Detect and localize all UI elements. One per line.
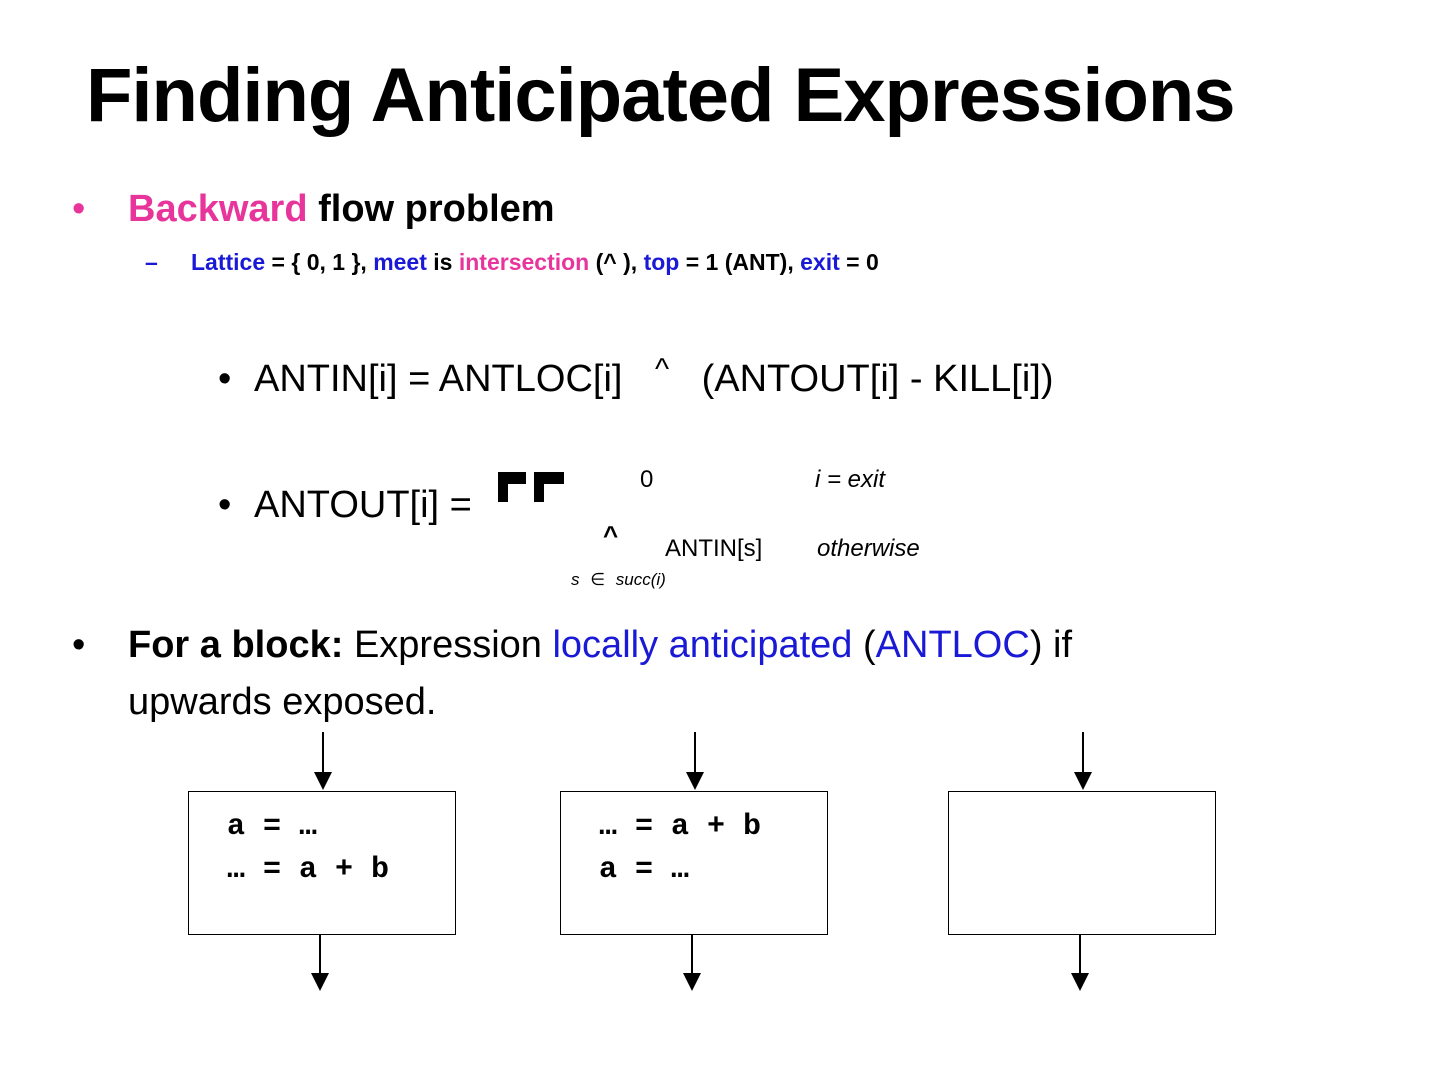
bullet-marker: • — [72, 188, 86, 230]
exit-value: = 0 — [846, 249, 879, 275]
lattice-set: = { 0, 1 }, — [271, 249, 367, 275]
antout-left: ANTOUT[i] = — [254, 484, 472, 526]
lattice-subbullet: – Lattice = { 0, 1 }, meet is intersectio… — [145, 249, 879, 276]
for-a-block-label: For a block: — [128, 624, 344, 666]
bullet-marker: • — [72, 624, 86, 666]
element-of-symbol: ∈ — [590, 570, 606, 589]
basic-block-3 — [948, 791, 1216, 935]
backward-word: Backward — [128, 188, 308, 230]
antin-right: (ANTOUT[i] - KILL[i]) — [701, 358, 1054, 400]
is-word: is — [433, 249, 453, 275]
outgoing-arrow — [311, 935, 329, 991]
subscript-succ: succ(i) — [615, 570, 666, 589]
slide-title: Finding Anticipated Expressions — [86, 53, 1236, 138]
top-word: top — [643, 249, 680, 275]
expression-word: Expression — [353, 624, 542, 666]
basic-block-1: a = … … = a + b — [188, 791, 456, 935]
bullet-marker: • — [218, 358, 232, 400]
paren-open: ( — [595, 249, 604, 275]
outgoing-arrow — [683, 935, 701, 991]
bullet-marker: • — [218, 484, 232, 526]
meet-subscript: s ∈ succ(i) — [571, 570, 666, 590]
antout-equation-left: • ANTOUT[i] = — [218, 484, 472, 527]
block-line: a = … — [599, 853, 690, 887]
case2-value: ANTIN[s] — [665, 535, 763, 562]
antloc-abbr: ANTLOC — [875, 624, 1030, 666]
block-line: … = a + b — [599, 810, 762, 844]
case2-meet-operator: ^ — [603, 520, 619, 550]
antin-equation: • ANTIN[i] = ANTLOC[i] ^ (ANTOUT[i] - KIL… — [218, 353, 1054, 401]
antin-left: ANTIN[i] = ANTLOC[i] — [254, 358, 623, 400]
paren-close: ), — [623, 249, 638, 275]
paren-close-if: ) if — [1029, 624, 1073, 666]
case2-condition: otherwise — [817, 535, 920, 562]
top-value: = 1 (ANT), — [685, 249, 794, 275]
brace-icon — [498, 472, 564, 502]
basic-block-2: … = a + b a = … — [560, 791, 828, 935]
meet-word: meet — [373, 249, 427, 275]
case1-condition: i = exit — [815, 466, 886, 493]
block-line: … = a + b — [227, 853, 390, 887]
bullet-for-a-block: • For a block: Expression locally anticip… — [72, 617, 1072, 731]
incoming-arrow — [314, 732, 332, 790]
outgoing-arrow — [1071, 935, 1089, 991]
upwards-exposed-text: upwards exposed. — [128, 681, 437, 723]
incoming-arrow — [686, 732, 704, 790]
paren-open: ( — [863, 624, 876, 666]
incoming-arrow — [1074, 732, 1092, 790]
flow-problem-text: flow problem — [318, 188, 555, 230]
block-line: a = … — [227, 810, 318, 844]
bullet-backward-flow: • Backward flow problem — [72, 188, 555, 231]
case1-value: 0 — [640, 466, 654, 493]
exit-word: exit — [800, 249, 840, 275]
meet-symbol: ^ — [603, 249, 617, 275]
lattice-word: Lattice — [191, 249, 266, 275]
locally-anticipated-term: locally anticipated — [552, 624, 853, 666]
dash-marker: – — [145, 249, 158, 275]
intersection-word: intersection — [458, 249, 590, 275]
meet-operator: ^ — [654, 353, 670, 386]
subscript-s: s — [571, 570, 580, 589]
